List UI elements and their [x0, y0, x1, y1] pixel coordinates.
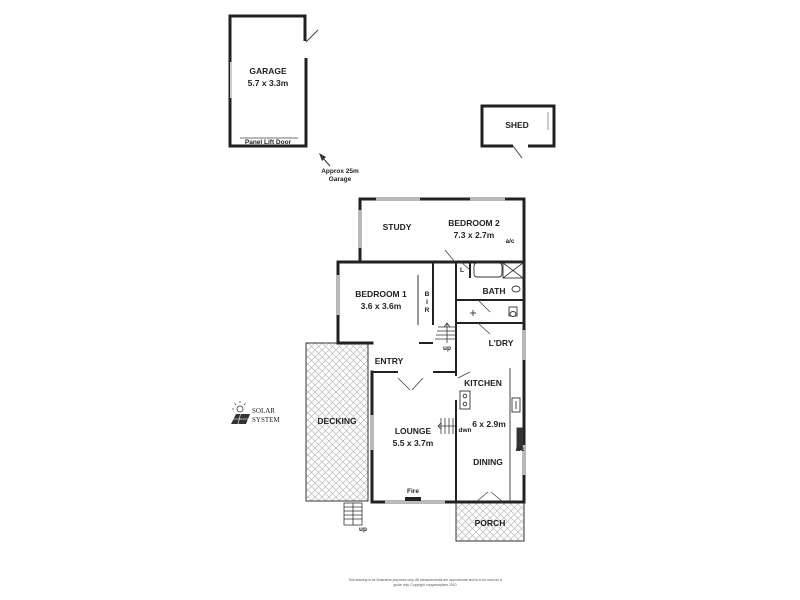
- interior-stairs-down: [437, 418, 455, 434]
- windows: [336, 197, 526, 504]
- bedroom-2-dims: 7.3 x 2.7m: [454, 230, 495, 240]
- stairs-up-label: up: [443, 345, 451, 352]
- garage-side-door: [305, 29, 319, 43]
- solar-label-2: SYSTEM: [252, 416, 280, 424]
- shed-walls: [480, 104, 556, 148]
- shed: SHED: [480, 104, 556, 159]
- decking-label: DECKING: [317, 416, 357, 426]
- interior-stairs-up: [435, 322, 456, 343]
- shed-label: SHED: [505, 120, 529, 130]
- garage-distance-note: Approx 25m: [321, 168, 359, 175]
- robe-letter-r: R: [425, 307, 430, 314]
- decking: DECKING: [305, 342, 369, 502]
- bath-fixtures: [470, 262, 524, 317]
- stairs-down-label: dwn: [459, 427, 472, 434]
- dining-label: DINING: [473, 457, 503, 467]
- fire-label: Fire: [407, 488, 419, 495]
- solar-panel-icon: [231, 401, 250, 425]
- linen-label: L: [460, 267, 464, 274]
- bedroom-1-label: BEDROOM 1: [355, 289, 407, 299]
- solar-label: SOLAR: [252, 407, 275, 415]
- kitchen-dims: 6 x 2.9m: [472, 419, 506, 429]
- porch-label: PORCH: [475, 518, 506, 528]
- garage: GARAGE 5.7 x 3.3m Panel Lift Door: [228, 14, 319, 148]
- cooktop-icon: [459, 390, 471, 410]
- dining-ac-label: a/c: [515, 446, 524, 453]
- bedroom-2-ac-label: a/c: [505, 238, 514, 245]
- study-label: STUDY: [383, 222, 412, 232]
- garage-label: GARAGE: [249, 66, 287, 76]
- garage-pointer: Approx 25m Garage: [319, 153, 359, 183]
- bathtub-icon: [473, 262, 503, 278]
- deck-stairs: [343, 502, 363, 526]
- lounge-dims: 5.5 x 3.7m: [393, 438, 434, 448]
- bedroom-1-dims: 3.6 x 3.6m: [361, 301, 402, 311]
- porch: PORCH: [455, 502, 525, 542]
- arrow-head-icon: [319, 153, 326, 161]
- kitchen-label: KITCHEN: [464, 378, 502, 388]
- entry-label: ENTRY: [375, 356, 404, 366]
- deck-stairs-up-label: up: [359, 526, 367, 533]
- basin-icon: [511, 285, 521, 293]
- laundry-label: L'DRY: [489, 338, 514, 348]
- shed-door: [512, 145, 523, 159]
- panel-lift-door-label: Panel Lift Door: [245, 139, 292, 146]
- decking-area: [305, 342, 369, 502]
- lounge-label: LOUNGE: [395, 426, 432, 436]
- disclaimer-line-2: guide only. Copyright copyareaplans 2010: [393, 583, 456, 587]
- fridge-icon: [516, 427, 523, 451]
- sink-icon: [511, 397, 521, 413]
- garage-distance-note-2: Garage: [329, 176, 352, 183]
- robe-letter-b: B: [425, 291, 430, 298]
- bath-label: BATH: [483, 286, 506, 296]
- bedroom-2-label: BEDROOM 2: [448, 218, 500, 228]
- disclaimer-line-1: This drawing is for illustrative purpose…: [348, 578, 502, 582]
- garage-dims: 5.7 x 3.3m: [248, 78, 289, 88]
- fireplace-icon: [405, 497, 421, 501]
- kitchen-fixtures: [459, 368, 523, 502]
- doors: [397, 249, 504, 503]
- robe-letter-i: I: [426, 299, 428, 306]
